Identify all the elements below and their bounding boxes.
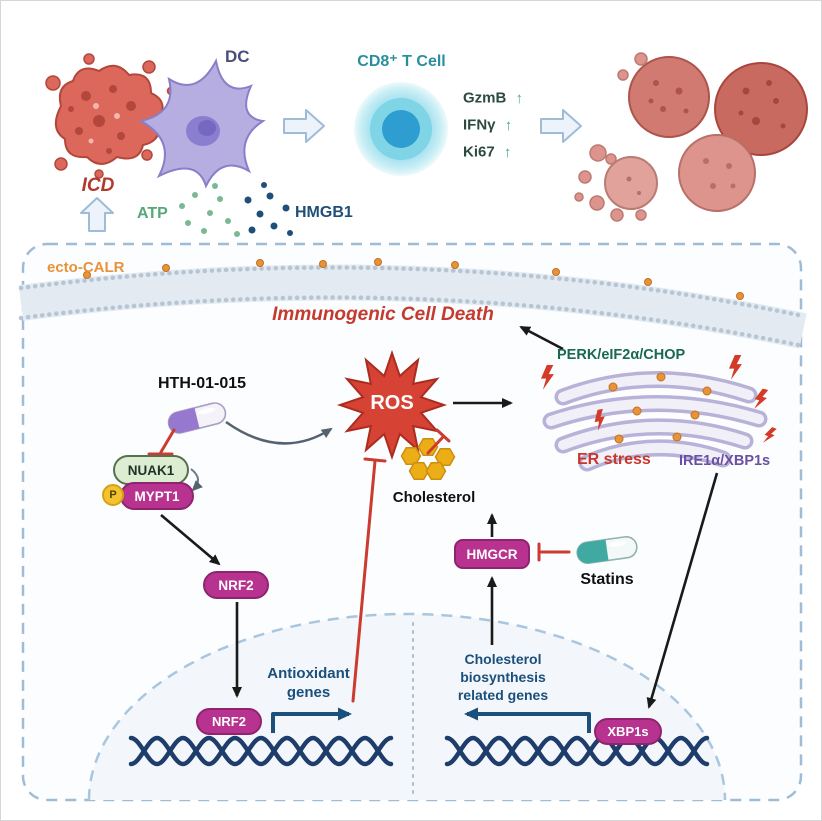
arrow-er-to-icd xyxy=(519,325,564,351)
hth-capsule-icon xyxy=(167,402,227,434)
inhibition-lines xyxy=(147,428,571,703)
inhibit-hth-nuak1 xyxy=(159,428,176,454)
hmgb1-label: HMGB1 xyxy=(295,204,353,221)
arrow-tcell-to-tumor xyxy=(540,109,582,143)
icd-label: ICD xyxy=(81,175,115,196)
arrow-hth-to-ros xyxy=(225,420,333,445)
ire1-label: IRE1α/XBP1s xyxy=(679,453,771,469)
icd-title: Immunogenic Cell Death xyxy=(272,304,494,325)
mypt1-badge: MYPT1 xyxy=(120,482,194,510)
er-stress-label: ER stress xyxy=(577,451,651,468)
inhibit-antioxidant-ros xyxy=(351,459,377,703)
nrf2-nucleus-badge: NRF2 xyxy=(196,708,262,735)
inhibit-cholesterol-ros xyxy=(426,435,445,455)
arrow-ire1-to-xbp1s xyxy=(646,472,719,709)
statins-label: Statins xyxy=(580,571,634,588)
up-arrow-icon: ↑ xyxy=(504,116,513,134)
arrow-dc-to-tcell xyxy=(283,109,325,143)
tcell-label: CD8⁺ T Cell xyxy=(357,53,446,70)
arrow-up-icd xyxy=(80,197,114,232)
marker-gzmb-label: GzmB xyxy=(463,89,507,107)
atp-dots xyxy=(179,183,240,237)
cholesterol-label: Cholesterol xyxy=(392,489,476,506)
nrf2-cyto-badge: NRF2 xyxy=(203,571,269,599)
up-arrow-icon: ↑ xyxy=(503,143,512,161)
hth-label: HTH-01-015 xyxy=(157,375,247,392)
hmgcr-badge: HMGCR xyxy=(454,539,530,569)
dna-helix-left xyxy=(128,735,394,767)
dendritic-cell xyxy=(138,58,266,189)
antioxidant-genes-label: Antioxidant genes xyxy=(267,665,350,701)
marker-ifng: IFNγ ↑ xyxy=(463,116,512,134)
ecto-calr-dots xyxy=(83,258,744,300)
nuak1-badge: NUAK1 xyxy=(113,455,189,485)
dying-tumor-cell xyxy=(45,53,176,179)
ecto-calr-label: ecto-CALR xyxy=(47,259,125,276)
er-organelle xyxy=(542,371,768,472)
cd8-t-cell xyxy=(354,82,448,176)
marker-gzmb: GzmB ↑ xyxy=(463,89,523,107)
statins-capsule-icon xyxy=(576,535,638,565)
ros-label: ROS xyxy=(370,392,414,414)
marker-ifng-label: IFNγ xyxy=(463,116,496,134)
flow-arrows xyxy=(80,109,582,232)
black-arrows xyxy=(160,325,719,709)
dna-helix-right xyxy=(444,735,710,767)
transcription-arrow-antioxidant xyxy=(271,707,352,733)
hmgb1-dots xyxy=(244,182,293,236)
perk-label: PERK/eIF2α/CHOP xyxy=(557,347,686,363)
phospho-badge: P xyxy=(102,484,124,506)
transcription-arrow-cholesterol xyxy=(464,707,591,733)
arrow-nuak1-to-mypt1 xyxy=(190,468,203,492)
atp-label: ATP xyxy=(137,205,168,222)
tumor-cell-cluster xyxy=(574,52,808,222)
cholesterol-genes-label: Cholesterol biosynthesis related genes xyxy=(457,651,549,703)
arrow-mypt1-to-nrf2 xyxy=(160,514,221,566)
plasma-membrane xyxy=(18,264,807,349)
ros-starburst xyxy=(336,349,448,461)
dc-label: DC xyxy=(225,47,250,66)
marker-ki67: Ki67 ↑ xyxy=(463,143,511,161)
xbp1s-badge: XBP1s xyxy=(594,718,662,745)
up-arrow-icon: ↑ xyxy=(515,89,524,107)
marker-ki67-label: Ki67 xyxy=(463,143,495,161)
